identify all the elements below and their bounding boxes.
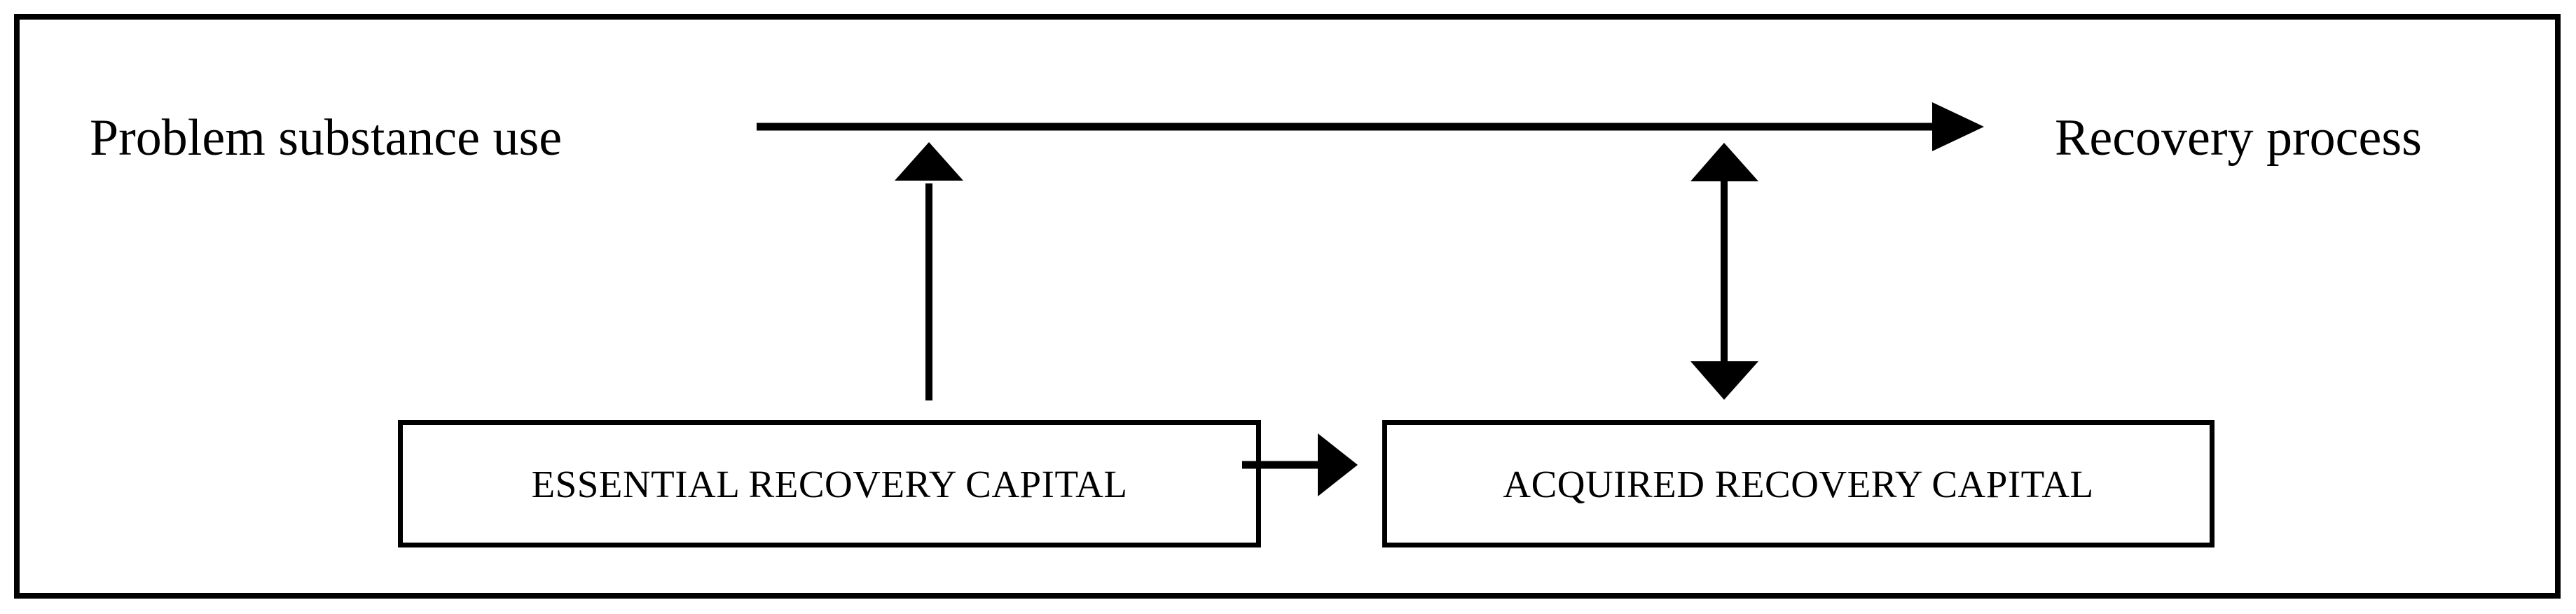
label-problem-substance-use: Problem substance use <box>90 109 563 167</box>
arrowhead-up-essential-to-process <box>895 142 963 181</box>
arrowhead-down-acquired-to-process <box>1690 361 1758 400</box>
box-acquired-recovery-capital[interactable]: ACQUIRED RECOVERY CAPITAL <box>1382 420 2215 547</box>
arrow-essential-to-acquired[interactable] <box>1242 433 1358 496</box>
box-label-essential-recovery-capital: ESSENTIAL RECOVERY CAPITAL <box>531 462 1128 505</box>
arrow-essential-to-process[interactable] <box>895 142 963 400</box>
arrowhead-up-acquired-to-process <box>1690 143 1758 181</box>
figure-border-frame: Problem substance use Recovery process E… <box>14 14 2561 599</box>
arrowhead-right-problem-to-recovery <box>1932 102 1984 151</box>
box-essential-recovery-capital[interactable]: ESSENTIAL RECOVERY CAPITAL <box>398 420 1261 547</box>
arrow-acquired-to-process-double[interactable] <box>1690 143 1758 400</box>
box-label-acquired-recovery-capital: ACQUIRED RECOVERY CAPITAL <box>1503 462 2094 505</box>
label-recovery-process: Recovery process <box>2055 109 2422 167</box>
arrow-problem-to-recovery[interactable] <box>757 102 1984 151</box>
arrowhead-right-essential-to-acquired <box>1318 433 1358 496</box>
